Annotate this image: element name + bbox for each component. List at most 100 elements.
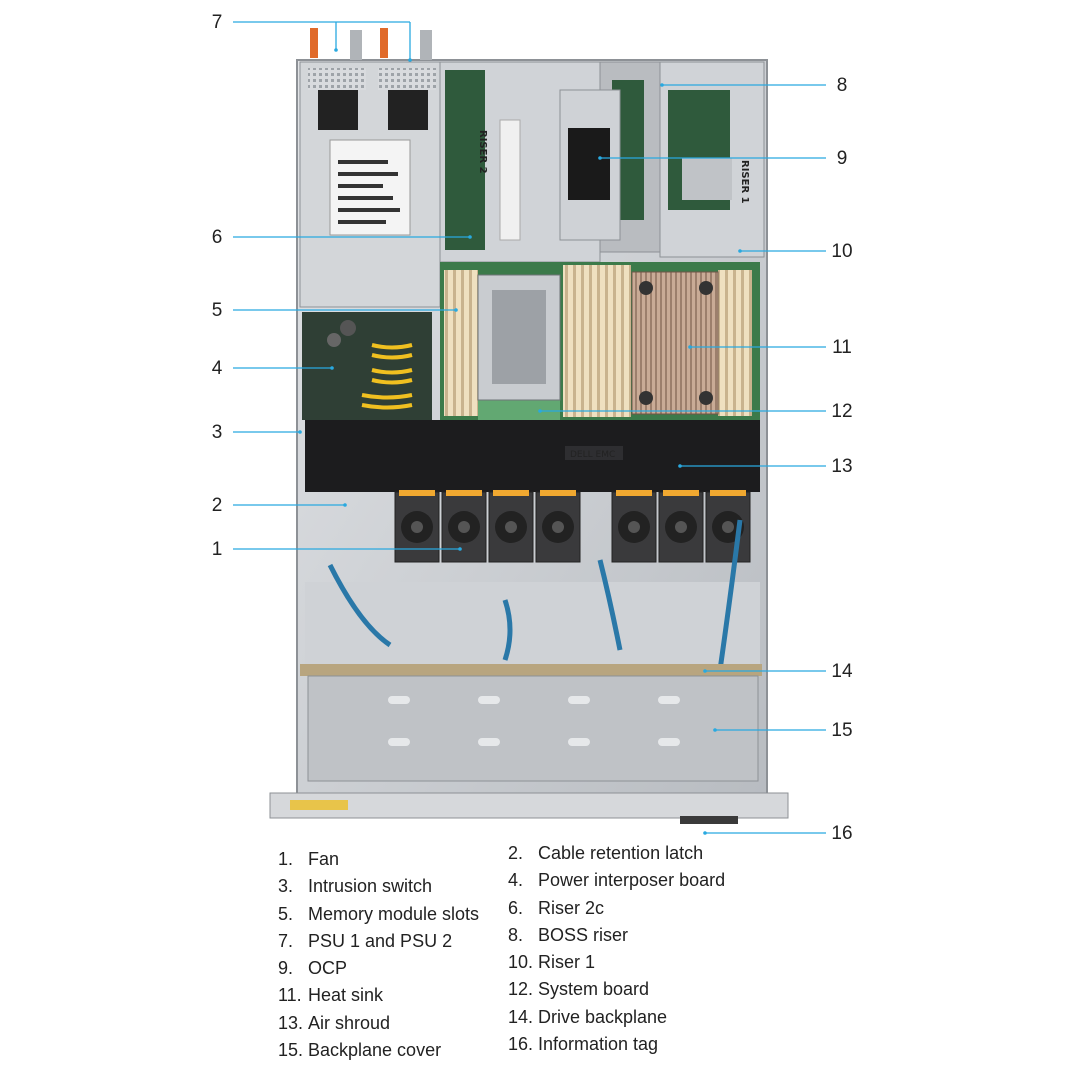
legend-item: 1. Fan: [278, 846, 479, 873]
legend-item-number: 7.: [278, 930, 294, 951]
leader-anchor: [468, 235, 472, 239]
leader-anchor: [738, 249, 742, 253]
brand-chassis-label: DELL EMC: [570, 450, 615, 460]
heat-sink: [631, 271, 719, 415]
callout-number: 16: [831, 823, 852, 844]
legend-left-column: 1. Fan 3. Intrusion switch 5. Memory module s…: [278, 846, 479, 1064]
legend-item: 12.System board: [508, 976, 725, 1003]
legend-item-label: Cable retention latch: [538, 843, 704, 863]
legend-right-column: 2. Cable retention latch 4. Power interpose…: [508, 840, 725, 1058]
legend-item: 8. BOSS riser: [508, 922, 725, 949]
backplane-cover: [307, 675, 759, 782]
legend-item-label: Heat sink: [308, 985, 384, 1006]
ocp-card: [559, 89, 621, 241]
leader-anchor: [703, 669, 707, 673]
callout-number: 13: [831, 456, 852, 477]
front-bezel: [269, 792, 789, 824]
fan-unit: [488, 490, 534, 563]
fan-unit: [658, 490, 704, 563]
callout-number: 8: [837, 75, 848, 96]
legend-item-number: 2.: [508, 843, 524, 863]
callout-number: 12: [831, 401, 852, 422]
callout-number: 14: [831, 661, 853, 682]
callout-number: 15: [831, 720, 852, 741]
callout-number: 5: [212, 300, 223, 321]
callout-number: 3: [212, 422, 223, 443]
legend-item-label: Drive backplane: [538, 1006, 668, 1027]
leader-anchor: [713, 728, 717, 732]
legend-item-label: Air shroud: [308, 1012, 391, 1033]
fan-unit: [611, 490, 657, 563]
leader-anchor: [458, 547, 462, 551]
legend-item-number: 9.: [278, 958, 294, 979]
fan-unit: [705, 490, 751, 563]
leader-anchor: [454, 308, 458, 312]
legend-item-number: 4.: [508, 870, 524, 891]
legend-item: 10.Riser 1: [508, 949, 725, 976]
legend-item: 13.Air shroud: [278, 1010, 479, 1037]
legend-item: 11. Heat sink: [278, 982, 479, 1009]
legend-item-label: Power interposer board: [538, 870, 726, 891]
fan-unit: [394, 490, 440, 563]
leader-anchor: [298, 430, 302, 434]
legend-item: 14.Drive backplane: [508, 1004, 725, 1031]
legend-item-label: Memory module slots: [308, 903, 480, 924]
legend-item-label: Backplane cover: [308, 1040, 442, 1061]
legend-item-label: Riser 1: [538, 952, 596, 973]
legend-item-number: 1.: [278, 849, 294, 869]
callout-number: 4: [212, 358, 223, 379]
legend-item-number: 11.: [278, 985, 302, 1006]
memory-slots: [444, 265, 752, 417]
legend-item-number: 3.: [278, 876, 294, 897]
callout-number: 11: [832, 337, 852, 358]
riser1-chassis-label: RISER 1: [739, 160, 750, 204]
legend-item: 7. PSU 1 and PSU 2: [278, 928, 479, 955]
legend-item-label: System board: [538, 979, 650, 1000]
leader-anchor: [703, 831, 707, 835]
legend-item-label: Intrusion switch: [308, 876, 433, 897]
legend-item-label: Fan: [308, 849, 340, 869]
callout-number: 1: [212, 539, 223, 560]
callout-number: 7: [212, 12, 223, 33]
legend-item-number: 6.: [508, 897, 524, 918]
air-shroud: DELL EMC: [305, 420, 760, 492]
legend-item: 2. Cable retention latch: [508, 840, 725, 867]
fan-array: [394, 490, 751, 563]
legend-item-label: BOSS riser: [538, 924, 629, 945]
legend-item: 3. Intrusion switch: [278, 873, 479, 900]
callout-number: 6: [212, 227, 223, 248]
leader-anchor: [538, 409, 542, 413]
riser2-chassis-label: RISER 2: [477, 130, 488, 174]
leader-anchor: [343, 503, 347, 507]
callout-number: 2: [212, 495, 223, 516]
leader-anchor: [678, 464, 682, 468]
callout-number: 10: [831, 241, 852, 262]
fan-unit: [535, 490, 581, 563]
leader-anchor: [330, 366, 334, 370]
legend-item-label: PSU 1 and PSU 2: [308, 930, 453, 951]
legend-item-number: 14.: [508, 1006, 534, 1027]
cable-area: [305, 519, 760, 671]
leader-anchor: [334, 48, 338, 52]
legend-item: 9. OCP: [278, 955, 479, 982]
fan-unit: [441, 490, 487, 563]
leader-anchor: [688, 345, 692, 349]
legend-item-label: Information tag: [538, 1034, 659, 1055]
legend-item: 6. Riser 2c: [508, 895, 725, 922]
power-interposer-board: [302, 312, 432, 420]
callout-number: 9: [837, 148, 848, 169]
legend-item-number: 5.: [278, 903, 294, 924]
legend-item: 15.Backplane cover: [278, 1037, 479, 1064]
legend-item-number: 8.: [508, 924, 524, 945]
legend-item: 4. Power interposer board: [508, 867, 725, 894]
legend-item: 16.Information tag: [508, 1031, 725, 1058]
leader-anchor: [408, 58, 412, 62]
legend-item-number: 12.: [508, 979, 534, 1000]
legend-item-number: 10.: [508, 952, 534, 973]
legend-item-label: OCP: [308, 958, 348, 979]
legend-item-number: 16.: [508, 1034, 534, 1055]
legend-item-label: Riser 2c: [538, 897, 605, 918]
